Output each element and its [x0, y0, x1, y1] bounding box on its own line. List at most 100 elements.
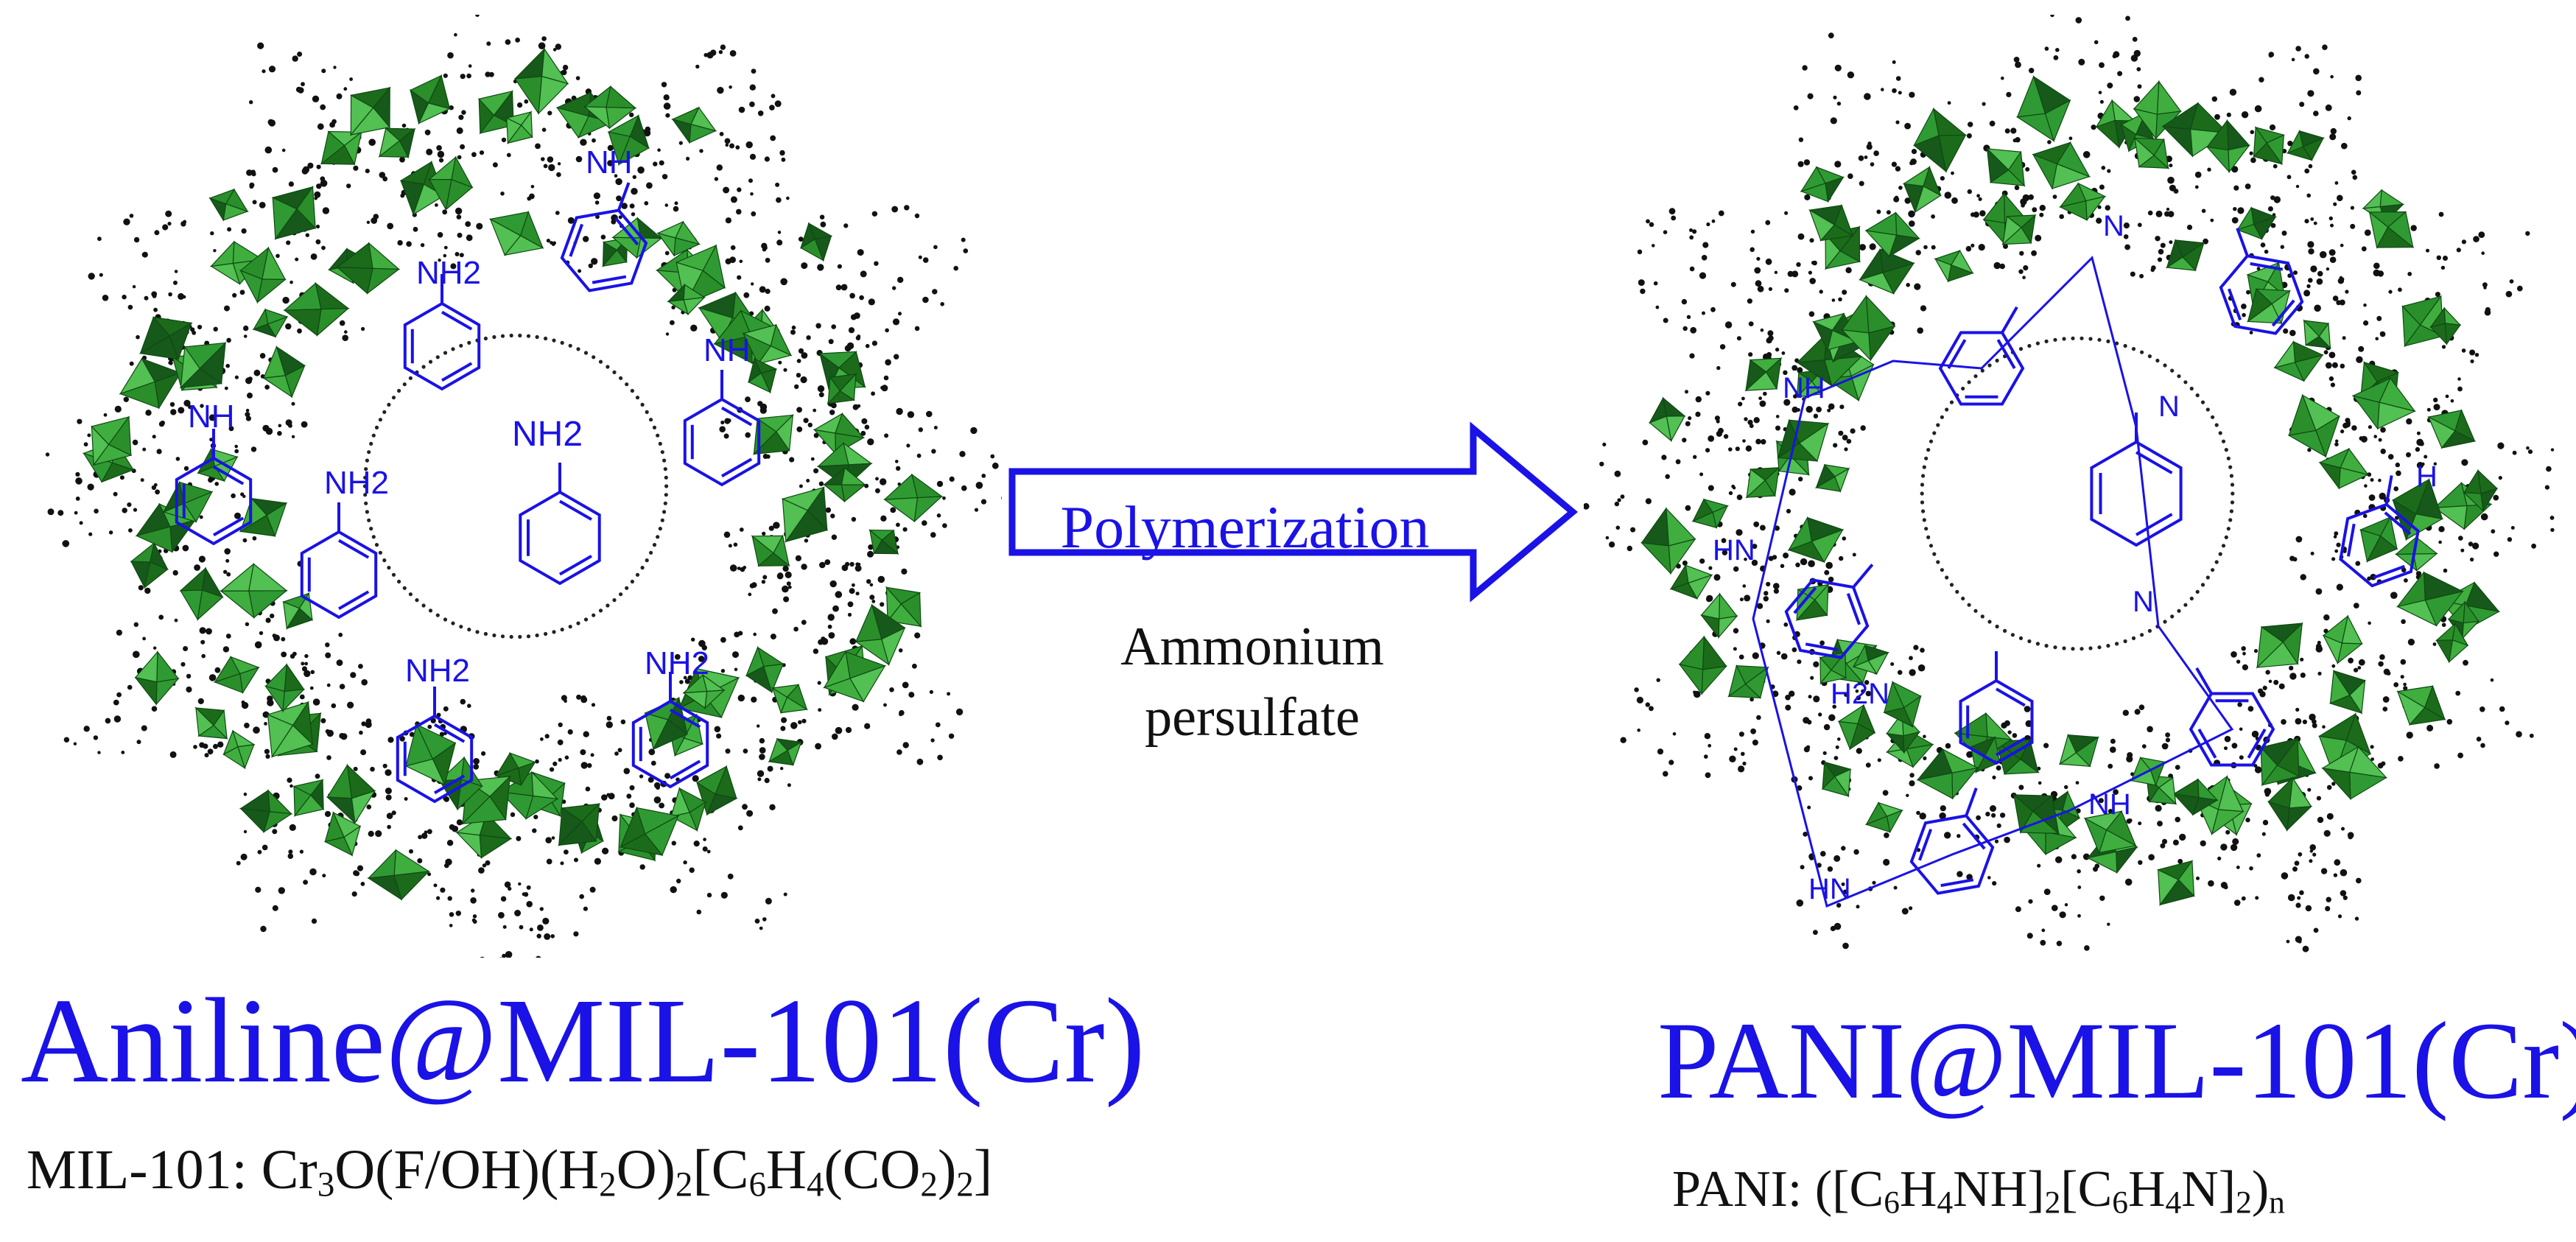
- linker-dot: [729, 50, 737, 57]
- reagent-label: Ammonium persulfate: [1031, 611, 1473, 753]
- octahedron: [1837, 704, 1876, 751]
- pore-dot: [649, 418, 653, 422]
- linker-dot: [307, 162, 314, 169]
- pore-dot: [2027, 639, 2032, 644]
- linker-dot: [223, 569, 228, 574]
- linker-dot: [199, 627, 206, 634]
- ring-outline: [403, 301, 481, 391]
- linker-dot: [2249, 866, 2253, 871]
- linker-dot: [796, 407, 802, 413]
- linker-dot: [1701, 255, 1708, 261]
- octahedron-face: [1702, 635, 1727, 670]
- linker-dot: [871, 211, 878, 217]
- linker-dot: [301, 82, 305, 87]
- linker-dot: [2345, 418, 2351, 424]
- linker-dot: [1690, 326, 1697, 334]
- linker-dot: [315, 224, 320, 229]
- linker-dot: [1800, 558, 1808, 566]
- linker-dot: [916, 453, 922, 458]
- octahedron: [1864, 801, 1903, 834]
- pore-dot: [2189, 596, 2194, 601]
- linker-dot: [1833, 95, 1837, 99]
- mol-label-right-1: N: [2103, 210, 2124, 242]
- linker-dot: [153, 307, 158, 312]
- linker-dot: [1733, 747, 1738, 751]
- linker-dot: [849, 588, 855, 594]
- linker-dot: [914, 213, 920, 219]
- linker-dot: [2255, 896, 2259, 900]
- linker-dot: [580, 762, 588, 769]
- octahedron-face: [1888, 234, 1920, 258]
- linker-dot: [1742, 584, 1747, 588]
- linker-dot: [2438, 540, 2442, 544]
- linker-dot: [2544, 485, 2549, 490]
- linker-dot: [2352, 175, 2358, 180]
- linker-dot: [439, 731, 445, 737]
- linker-dot: [1827, 408, 1831, 413]
- pore-dot: [2211, 568, 2215, 572]
- linker-dot: [898, 312, 902, 316]
- linker-dot: [1807, 805, 1811, 810]
- linker-dot: [2516, 731, 2522, 737]
- pore-dot: [526, 334, 531, 338]
- linker-dot: [232, 292, 237, 298]
- linker-dot: [2039, 212, 2044, 217]
- linker-dot: [620, 719, 626, 725]
- linker-dot: [2208, 880, 2214, 887]
- linker-dot: [1766, 619, 1770, 623]
- linker-dot: [1705, 448, 1710, 453]
- linker-dot: [579, 894, 584, 899]
- linker-dot: [178, 292, 185, 300]
- linker-dot: [775, 182, 780, 187]
- linker-dot: [567, 217, 575, 224]
- linker-dot: [2096, 217, 2102, 224]
- formula-subscript: 4: [806, 1165, 824, 1204]
- octahedron-face: [2260, 745, 2278, 787]
- linker-dot: [2320, 868, 2328, 874]
- octahedron-face: [1841, 329, 1872, 362]
- linker-dot: [2175, 765, 2180, 770]
- linker-dot: [2108, 763, 2113, 769]
- octahedron-face: [1825, 176, 1845, 203]
- linker-dot: [1951, 197, 1958, 204]
- pore-dot: [640, 566, 645, 570]
- octahedron: [220, 562, 288, 619]
- linker-dot: [301, 421, 308, 428]
- linker-dot: [153, 483, 158, 487]
- pore-dot: [1920, 483, 1925, 487]
- linker-dot: [1728, 447, 1733, 452]
- linker-dot: [2231, 743, 2238, 749]
- linker-dot: [2302, 719, 2307, 725]
- linker-dot: [854, 565, 862, 572]
- linker-dot: [701, 645, 707, 650]
- pore-dot: [544, 336, 548, 341]
- linker-dot: [1730, 281, 1736, 287]
- linker-dot: [670, 320, 675, 326]
- linker-dot: [2395, 462, 2400, 468]
- linker-dot: [2329, 133, 2337, 141]
- linker-dot: [75, 477, 83, 485]
- mol-label-right-6: H: [2416, 460, 2438, 493]
- linker-dot: [1940, 805, 1946, 812]
- linker-dot: [2245, 183, 2251, 189]
- linker-dot: [787, 783, 791, 787]
- linker-dot: [2307, 448, 2312, 452]
- linker-dot: [2505, 290, 2513, 298]
- linker-dot: [2306, 193, 2311, 198]
- linker-dot: [2214, 113, 2220, 120]
- linker-dot: [557, 162, 561, 166]
- linker-dot: [317, 123, 324, 130]
- linker-dot: [322, 874, 326, 878]
- linker-dot: [182, 295, 186, 299]
- linker-dot: [1832, 704, 1836, 709]
- linker-dot: [1833, 922, 1842, 930]
- linker-dot: [1819, 640, 1825, 646]
- octahedron-face: [757, 646, 785, 667]
- octahedron-face: [2322, 634, 2342, 665]
- linker-dot: [725, 143, 729, 147]
- octahedron-face: [2328, 694, 2363, 715]
- linker-dot: [2325, 905, 2331, 912]
- linker-dot: [817, 264, 824, 271]
- linker-dot: [254, 641, 262, 649]
- linker-dot: [236, 860, 241, 866]
